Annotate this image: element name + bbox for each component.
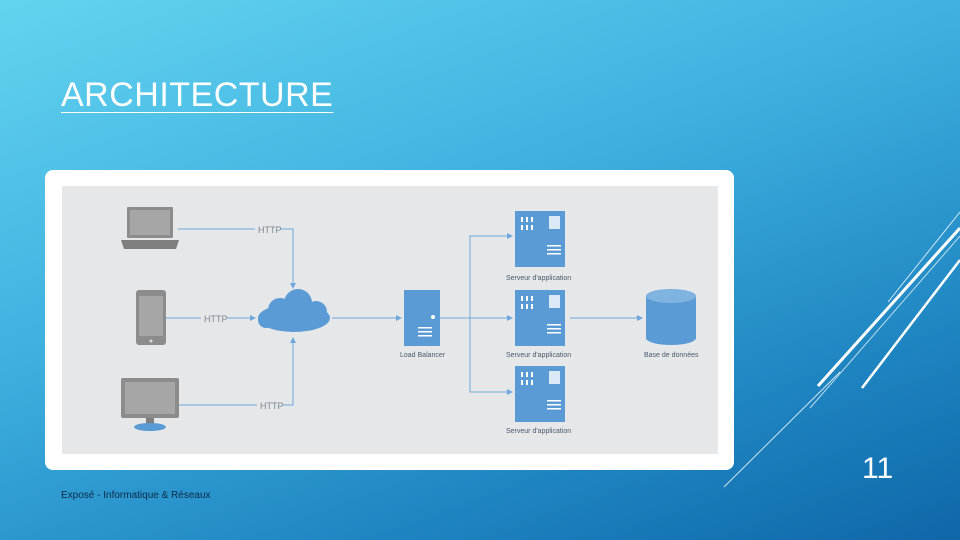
database-label: Base de données — [644, 352, 699, 359]
cloud-icon — [258, 289, 330, 332]
app-server-2-icon — [515, 290, 565, 346]
link-label-desktop: HTTP — [260, 401, 284, 411]
app-server-1-label: Serveur d'application — [506, 275, 571, 282]
app-server-2-label: Serveur d'application — [506, 352, 571, 359]
load-balancer-icon — [404, 290, 440, 346]
desktop-monitor-icon — [121, 378, 179, 431]
link-label-laptop: HTTP — [258, 225, 282, 235]
app-server-3-icon — [515, 366, 565, 422]
app-server-1-icon — [515, 211, 565, 267]
laptop-icon — [121, 207, 179, 249]
page-number: 11 — [862, 452, 894, 485]
smartphone-icon — [136, 290, 166, 345]
link-label-phone: HTTP — [204, 314, 228, 324]
load-balancer-label: Load Balancer — [400, 352, 446, 359]
connectors — [166, 228, 643, 406]
database-icon — [646, 289, 696, 345]
app-server-3-label: Serveur d'application — [506, 428, 571, 435]
slide-title: ARCHITECTURE — [61, 76, 334, 114]
slide-footer: Exposé - Informatique & Réseaux — [61, 490, 211, 501]
